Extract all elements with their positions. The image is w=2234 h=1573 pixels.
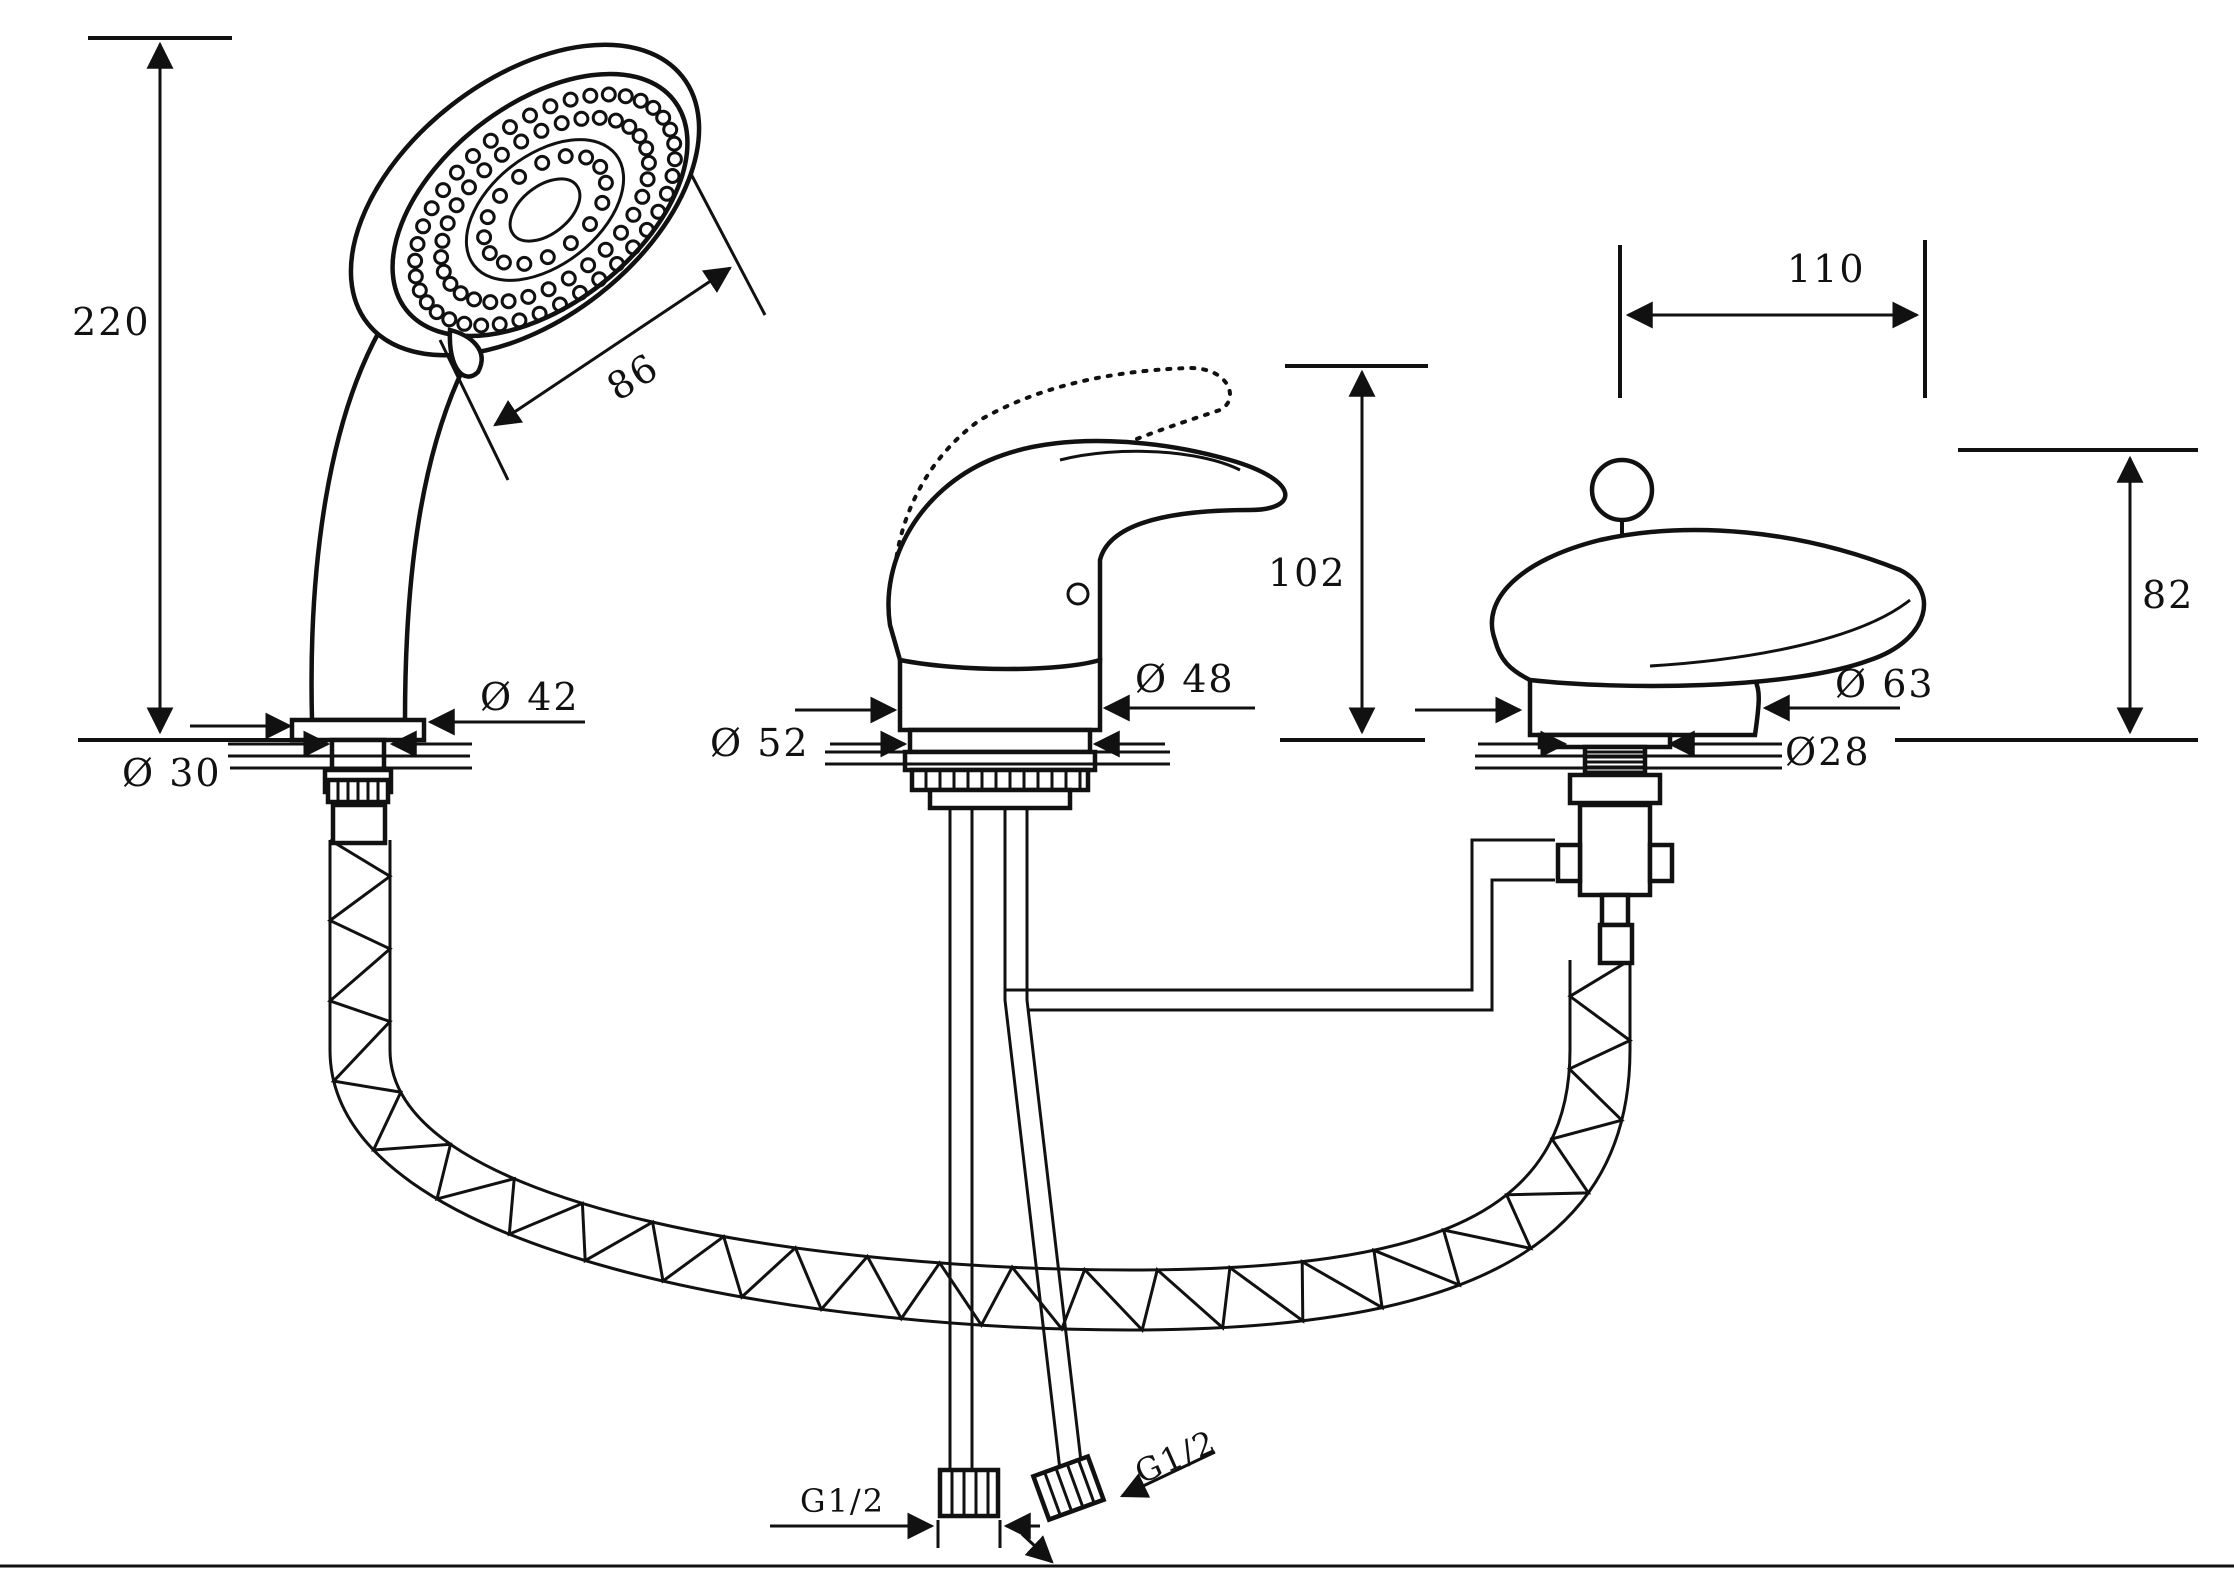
nozzle [433,249,450,266]
nozzle [639,171,656,188]
nozzle [511,168,528,185]
nozzle [439,215,456,232]
nozzle [578,149,595,166]
nozzle [434,232,451,249]
label-mixer-base: Ø 52 [710,721,810,765]
label-shower-base-inner: Ø 30 [122,751,222,795]
nozzle [435,182,452,199]
label-head-diameter: 86 [599,344,667,409]
nozzle [522,107,538,124]
dimension-labels: 220 86 Ø 42 Ø 30 102 Ø 52 Ø 48 110 82 Ø … [72,247,2194,1520]
nozzle [591,109,608,126]
nozzle [645,99,662,116]
nozzle [617,88,634,105]
nozzle [409,236,426,252]
nozzle [411,282,428,299]
nozzle [638,221,655,238]
nozzle [625,206,642,223]
nozzle [428,304,445,321]
label-mixer-body: Ø 48 [1135,657,1235,701]
nozzle [666,135,683,152]
nozzle [592,158,609,175]
nozzle [481,245,498,262]
nozzle [625,239,642,256]
nozzle [582,87,599,104]
nozzle [632,92,649,109]
label-diverter-height: 82 [2142,573,2194,617]
label-diverter-width: 110 [1787,247,1866,291]
label-inlet-left: G1/2 [800,1482,885,1520]
nozzle [473,317,490,334]
nozzle [638,140,655,157]
nozzle [666,151,683,168]
nozzle [533,122,550,139]
nozzle [539,249,556,266]
nozzle [650,203,667,220]
dimension-lines [0,36,2234,1568]
nozzle [562,235,579,252]
nozzle [407,252,424,269]
nozzle [442,275,459,292]
nozzle [513,133,530,150]
label-diverter-body: Ø 63 [1835,662,1935,706]
single-lever-mixer [886,365,1555,1523]
nozzle [435,263,452,280]
diverter-spout [1489,457,1927,966]
nozzle [600,86,617,103]
nozzle [418,294,435,311]
nozzle [492,187,508,204]
nozzle [502,119,518,136]
nozzle [534,154,551,171]
nozzle [448,197,465,214]
nozzle [482,132,499,149]
nozzle [466,291,483,308]
nozzle [448,164,465,181]
nozzle [582,216,598,233]
nozzle [557,148,574,165]
label-inlet-right: G1/2 [1129,1422,1222,1491]
hose-zigzag [327,838,1633,1334]
nozzle [476,162,493,179]
label-diverter-stem: Ø28 [1785,730,1871,774]
nozzle [613,224,629,241]
flexible-hose [327,838,1633,1334]
nozzle [441,311,458,328]
nozzle [640,154,657,171]
nozzle [456,315,473,332]
label-mixer-height: 102 [1268,551,1347,595]
nozzle [597,174,614,191]
nozzle [631,128,648,145]
nozzle [597,241,614,258]
nozzle [476,229,493,246]
nozzle [562,91,579,108]
nozzle [634,188,651,205]
nozzle [655,109,672,126]
nozzle [493,146,510,163]
nozzle [658,185,675,202]
nozzle [465,148,481,164]
nozzle [452,285,469,302]
nozzle [461,179,477,196]
nozzle [407,268,424,285]
nozzle [573,110,590,127]
nozzle [479,209,496,226]
nozzle [594,194,611,211]
nozzle [542,98,559,115]
nozzle [664,168,681,184]
nozzle [621,118,638,135]
nozzle [662,121,679,138]
nozzle [415,218,432,235]
nozzle [423,200,440,217]
label-shower-base-outer: Ø 42 [480,675,580,719]
nozzle [553,115,570,132]
nozzle [607,112,624,129]
label-shower-height: 220 [72,300,151,344]
